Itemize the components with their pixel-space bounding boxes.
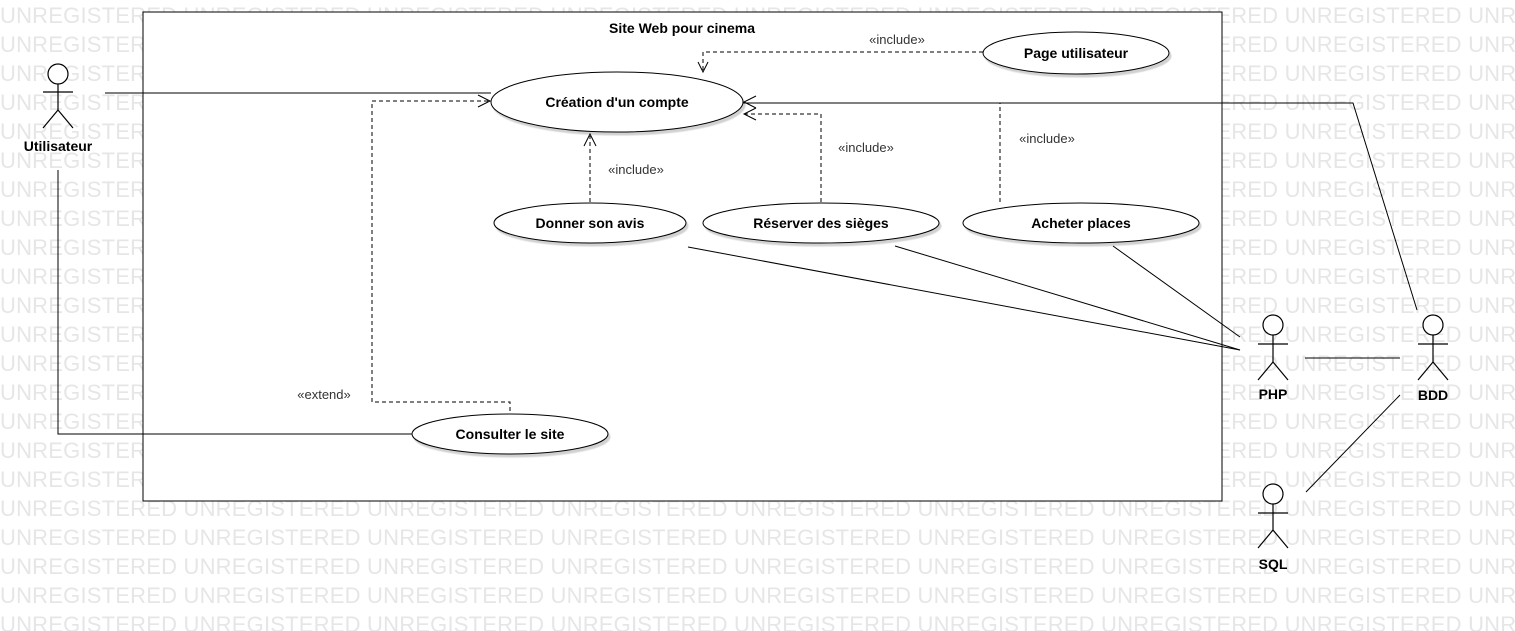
actor-label: Utilisateur (24, 138, 93, 154)
use-case-consulter-site[interactable]: Consulter le site (411, 413, 609, 455)
actor-label: PHP (1259, 386, 1288, 402)
stereotype-include-avis: «include» (608, 162, 664, 177)
actor-label: SQL (1259, 556, 1288, 572)
assoc-reserver-php (894, 245, 1241, 351)
stereotype-extend-consulter: «extend» (297, 387, 351, 402)
include-reserver-arrow (742, 107, 757, 121)
extend-consulter-line (371, 100, 511, 418)
actor-head-icon (1422, 314, 1444, 336)
assoc-acheter-php (1112, 245, 1241, 338)
include-reserver-line (745, 113, 822, 202)
use-case-label: Réserver des sièges (753, 215, 889, 231)
stereotype-include-acheter: «include» (1019, 131, 1075, 146)
associations (57, 92, 1418, 493)
use-case-label: Page utilisateur (1024, 45, 1129, 61)
extend-consulter-arrow (477, 94, 492, 108)
actor-head-icon (47, 63, 69, 85)
stereotype-include-page: «include» (869, 32, 925, 47)
use-case-label: Création d'un compte (545, 94, 689, 110)
use-case-label: Consulter le site (456, 426, 565, 442)
use-case-reserver-sieges[interactable]: Réserver des sièges (702, 202, 940, 244)
include-page-arrow (697, 61, 709, 74)
creation-arrow-right (742, 95, 757, 109)
actor-sql[interactable]: SQL (1257, 483, 1289, 572)
assoc-avis-php (687, 246, 1241, 351)
include-avis-arrow (583, 132, 597, 147)
actor-php[interactable]: PHP (1257, 314, 1289, 402)
actor-head-icon (1262, 314, 1284, 336)
use-case-acheter-places[interactable]: Acheter places (962, 202, 1200, 244)
assoc-bdd-creation (742, 102, 1418, 311)
use-case-label: Donner son avis (536, 215, 645, 231)
use-case-creation-compte[interactable]: Création d'un compte (490, 71, 744, 133)
actor-utilisateur[interactable]: Utilisateur (24, 63, 93, 154)
actor-head-icon (1262, 483, 1284, 505)
assoc-utilisateur-consulter (57, 170, 412, 435)
stereotype-include-reserver: «include» (838, 140, 894, 155)
assoc-sql-bdd (1305, 394, 1401, 493)
dependencies (371, 51, 1001, 418)
use-case-label: Acheter places (1031, 215, 1131, 231)
system-title: Site Web pour cinema (609, 20, 755, 36)
use-case-donner-avis[interactable]: Donner son avis (493, 202, 687, 244)
use-case-page-utilisateur[interactable]: Page utilisateur (982, 31, 1170, 75)
include-page-line (702, 51, 983, 70)
actor-label: BDD (1418, 387, 1448, 403)
actor-bdd[interactable]: BDD (1417, 314, 1449, 403)
